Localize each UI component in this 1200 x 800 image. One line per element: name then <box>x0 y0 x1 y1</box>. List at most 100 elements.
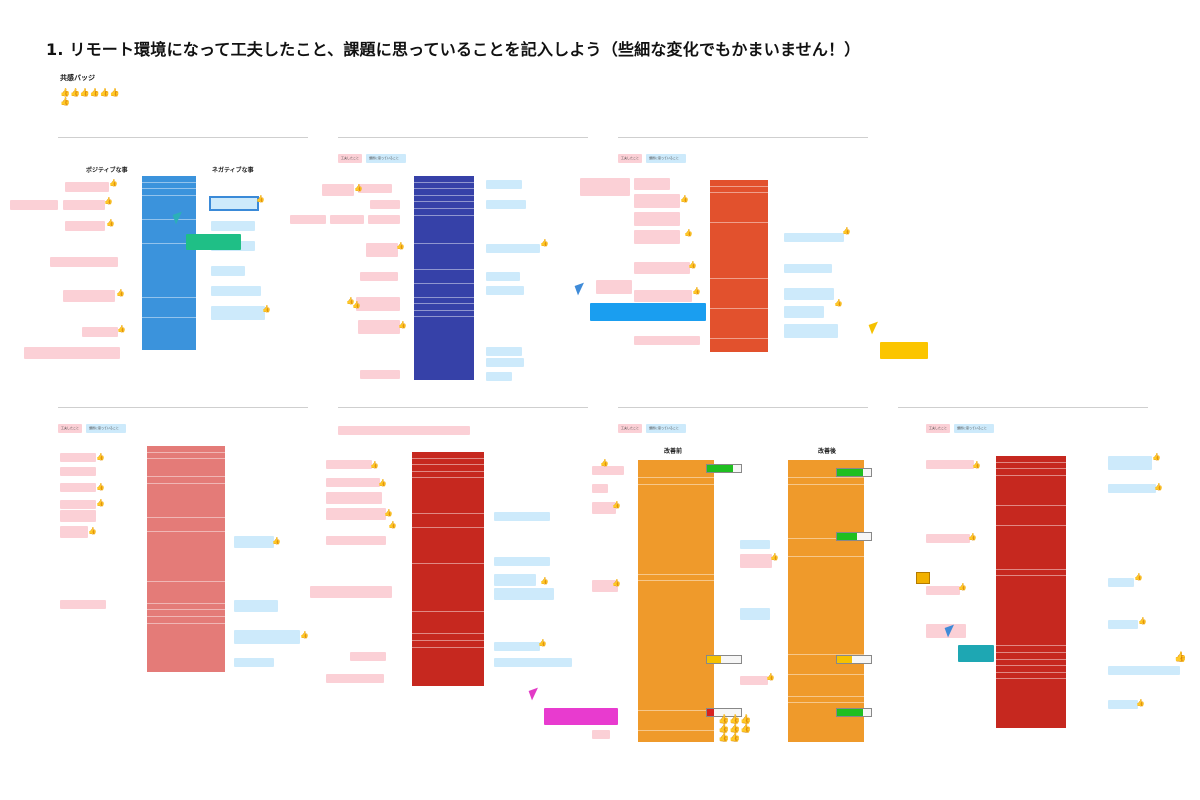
participant-cursor-bar[interactable] <box>958 645 994 662</box>
sticky-note[interactable] <box>290 215 326 224</box>
sticky-note[interactable] <box>326 536 386 545</box>
sticky-note[interactable] <box>326 478 380 487</box>
schedule-column-p3[interactable] <box>710 180 768 352</box>
sticky-note[interactable] <box>634 262 690 274</box>
sticky-note[interactable] <box>326 674 384 683</box>
sticky-note[interactable] <box>494 658 572 667</box>
sticky-note[interactable] <box>60 483 96 492</box>
sticky-note[interactable] <box>1108 700 1138 709</box>
sticky-note[interactable] <box>322 184 354 196</box>
tag-issue[interactable]: 課題に思っていること <box>86 424 126 433</box>
thumbs-up-icon[interactable]: 👍 <box>958 583 967 591</box>
empathy-badge-thumbs[interactable]: 👍👍👍👍👍👍👍 <box>60 88 120 106</box>
tag-did[interactable]: 工夫したこと <box>618 154 642 163</box>
thumbs-up-icon[interactable]: 👍 <box>300 631 309 639</box>
selected-note-outline[interactable] <box>209 196 259 211</box>
thumbs-up-icon[interactable]: 👍 <box>1138 617 1147 625</box>
sticky-note[interactable] <box>1108 666 1180 675</box>
sticky-note[interactable] <box>63 290 115 302</box>
sticky-note[interactable] <box>330 215 364 224</box>
sticky-note[interactable] <box>740 554 772 568</box>
thumbs-up-icon[interactable]: 👍 <box>104 197 113 205</box>
sticky-note[interactable] <box>60 510 96 522</box>
thumbs-up-icon[interactable]: 👍 <box>972 461 981 469</box>
sticky-note[interactable] <box>65 221 105 231</box>
sticky-note[interactable] <box>326 460 372 469</box>
sticky-note[interactable] <box>634 290 692 302</box>
sticky-note[interactable] <box>486 244 540 253</box>
sticky-note[interactable] <box>211 221 255 231</box>
sticky-note[interactable] <box>65 182 109 192</box>
sticky-note[interactable] <box>494 557 550 566</box>
thumbs-up-icon[interactable]: 👍 <box>378 479 387 487</box>
thumbs-up-icon[interactable]: 👍 <box>600 459 609 467</box>
sticky-note[interactable] <box>486 347 522 356</box>
sticky-note[interactable] <box>1108 620 1138 629</box>
thumbs-up-icon[interactable]: 👍 <box>1152 453 1161 461</box>
sticky-note[interactable] <box>592 730 610 739</box>
thumbs-up-icon[interactable]: 👍 <box>272 537 281 545</box>
thumbs-up-icon[interactable]: 👍 <box>688 261 697 269</box>
sticky-note[interactable] <box>486 200 526 209</box>
schedule-column-p7[interactable] <box>996 456 1066 728</box>
schedule-column-after[interactable] <box>788 460 864 742</box>
thumbs-up-icon[interactable]: 👍 <box>106 219 115 227</box>
thumbs-up-icon[interactable]: 👍 <box>540 239 549 247</box>
sticky-note[interactable] <box>926 624 966 638</box>
sticky-note[interactable] <box>926 460 974 469</box>
sticky-note[interactable] <box>486 372 512 381</box>
thumbs-up-icon[interactable]: 👍 <box>116 289 125 297</box>
schedule-column-p2[interactable] <box>414 176 474 380</box>
sticky-note[interactable] <box>24 347 120 359</box>
sticky-note[interactable] <box>634 230 680 244</box>
tag-did[interactable]: 工夫したこと <box>338 154 362 163</box>
tag-issue[interactable]: 課題に思っていること <box>954 424 994 433</box>
participant-cursor-bar[interactable] <box>880 342 928 359</box>
thumbs-up-icon[interactable]: 👍 <box>117 325 126 333</box>
thumbs-up-icon[interactable]: 👍 <box>1136 699 1145 707</box>
sticky-note[interactable] <box>784 264 832 273</box>
sticky-note[interactable] <box>60 500 96 509</box>
sticky-note[interactable] <box>580 178 630 196</box>
sticky-note[interactable] <box>740 540 770 549</box>
sticky-note[interactable] <box>360 272 398 281</box>
tag-issue[interactable]: 課題に思っていること <box>646 154 686 163</box>
thumbs-up-icon[interactable]: 👍 <box>1174 652 1187 663</box>
thumbs-up-icon[interactable]: 👍 <box>370 461 379 469</box>
sticky-note[interactable] <box>740 608 770 620</box>
sticky-note[interactable] <box>494 512 550 521</box>
sticky-note[interactable] <box>50 257 118 267</box>
sticky-note[interactable] <box>926 586 960 595</box>
sticky-note[interactable] <box>592 484 608 493</box>
sticky-note[interactable] <box>234 600 278 612</box>
thumbs-up-icon[interactable]: 👍 <box>612 501 621 509</box>
thumbs-up-icon[interactable]: 👍 <box>692 287 701 295</box>
thumbs-up-icon[interactable]: 👍 <box>540 577 549 585</box>
schedule-column-before[interactable] <box>638 460 714 742</box>
thumbs-up-icon[interactable]: 👍 <box>842 227 851 235</box>
sticky-note[interactable] <box>740 676 768 685</box>
sticky-note[interactable] <box>494 574 536 586</box>
sticky-note[interactable] <box>310 586 392 598</box>
thumbs-up-icon[interactable]: 👍 <box>96 453 105 461</box>
sticky-note[interactable] <box>1108 456 1152 470</box>
sticky-note[interactable] <box>592 502 616 514</box>
participant-cursor-bar[interactable] <box>544 708 618 725</box>
sticky-note[interactable] <box>494 642 540 651</box>
sticky-note[interactable] <box>596 280 632 294</box>
thumbs-up-icon[interactable]: 👍 <box>96 499 105 507</box>
participant-cursor-bar[interactable] <box>186 234 241 250</box>
sticky-note[interactable] <box>634 212 680 226</box>
sticky-note[interactable] <box>634 194 680 208</box>
thumbs-up-cluster-icon[interactable]: 👍👍👍👍👍👍👍👍 <box>718 715 752 743</box>
sticky-note[interactable] <box>326 508 386 520</box>
tag-issue[interactable]: 課題に思っていること <box>366 154 406 163</box>
sticky-note[interactable] <box>486 272 520 281</box>
sticky-note[interactable] <box>360 370 400 379</box>
thumbs-up-icon[interactable]: 👍 <box>834 299 843 307</box>
thumbs-up-icon[interactable]: 👍 <box>262 305 271 313</box>
thumbs-up-icon[interactable]: 👍 <box>256 195 265 203</box>
sticky-note[interactable] <box>486 180 522 189</box>
thumbs-up-icon[interactable]: 👍 <box>352 301 361 309</box>
thumbs-up-icon[interactable]: 👍 <box>88 527 97 535</box>
